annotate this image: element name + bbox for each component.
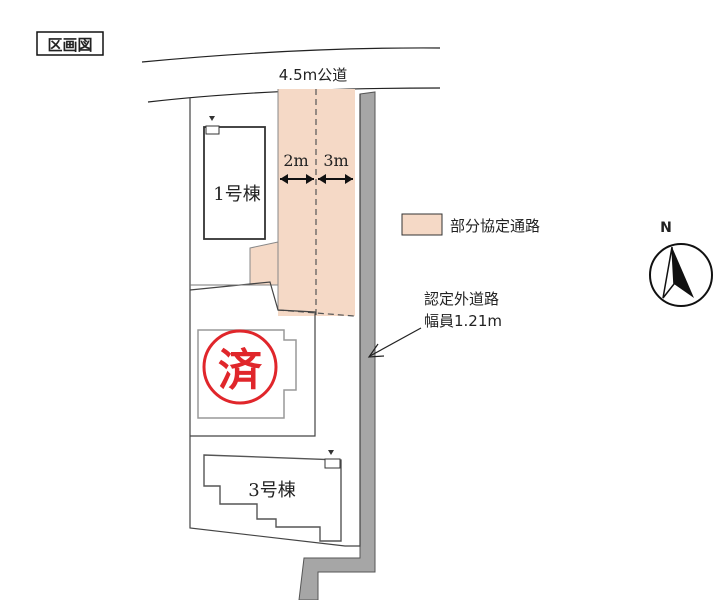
- inner-boundary: [189, 281, 316, 437]
- arrowhead-icon: [367, 343, 385, 358]
- sold-stamp-text: 済: [218, 345, 263, 396]
- arrow-left-icon: [280, 174, 288, 184]
- outside-road-strip: [298, 91, 376, 600]
- building-3-label: 3号棟: [248, 480, 295, 501]
- site-boundary: [189, 94, 361, 547]
- legend: 部分協定通路: [401, 213, 540, 236]
- building-1-label: 1号棟: [213, 184, 260, 205]
- outside-road-label-2: 幅員1.21m: [424, 312, 502, 330]
- legend-swatch: [401, 213, 443, 236]
- arrow-left-icon: [318, 174, 326, 184]
- leader-arrow: [369, 327, 422, 357]
- width-2m-label: 2m: [283, 151, 308, 170]
- title-box: 区画図: [36, 31, 104, 56]
- width-dimensions: 2m 3m: [280, 151, 353, 184]
- road-label: 4.5m公道: [279, 66, 347, 84]
- arrow-right-icon: [306, 174, 314, 184]
- entrance-marker-icon: [324, 458, 341, 469]
- outside-road-annotation: 認定外道路 幅員1.21m: [367, 290, 502, 358]
- legend-label: 部分協定通路: [450, 217, 540, 235]
- outside-road-label-1: 認定外道路: [424, 290, 499, 308]
- building-2-sold: 済: [197, 329, 297, 419]
- entrance-marker-icon: [205, 125, 220, 135]
- width-3m-label: 3m: [323, 151, 348, 170]
- north-label: N: [660, 220, 672, 236]
- north-arrow: N: [649, 220, 713, 307]
- building-3: 3号棟: [203, 450, 342, 542]
- arrow-right-icon: [345, 174, 353, 184]
- sold-stamp: [202, 329, 278, 405]
- building-1: 1号棟: [203, 116, 266, 240]
- title-label: 区画図: [47, 36, 92, 54]
